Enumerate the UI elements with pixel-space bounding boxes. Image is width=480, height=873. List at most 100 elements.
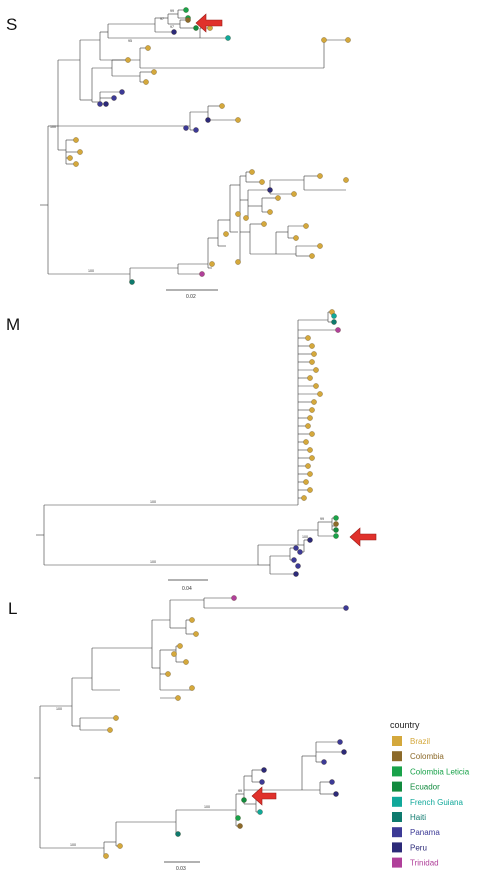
tip-brazil bbox=[309, 407, 315, 413]
tip-panama bbox=[119, 89, 125, 95]
legend-label: Brazil bbox=[410, 737, 430, 746]
tip-brazil bbox=[311, 351, 317, 357]
tip-colombia bbox=[237, 823, 243, 829]
tip-brazil bbox=[223, 231, 229, 237]
panel-m-tree bbox=[36, 311, 338, 575]
tip-peru bbox=[267, 187, 273, 193]
tip-brazil bbox=[73, 161, 79, 167]
tip-trinidad bbox=[199, 271, 205, 277]
tip-brazil bbox=[343, 177, 349, 183]
tip-brazil bbox=[267, 209, 273, 215]
tip-brazil bbox=[209, 261, 215, 267]
tip-brazil bbox=[307, 375, 313, 381]
tip-brazil bbox=[145, 45, 151, 51]
tip-brazil bbox=[151, 69, 157, 75]
legend-swatch bbox=[392, 781, 402, 792]
tip-panama bbox=[295, 563, 301, 569]
tip-brazil bbox=[305, 335, 311, 341]
legend-label: French Guiana bbox=[410, 798, 463, 807]
tip-brazil bbox=[243, 215, 249, 221]
panel-l-scale-label: 0.03 bbox=[176, 866, 186, 872]
legend-item: Colombia Leticia bbox=[392, 766, 470, 777]
tip-brazil bbox=[305, 463, 311, 469]
bootstrap-label: 100 bbox=[150, 500, 156, 504]
tip-colombia bbox=[185, 17, 191, 23]
tip-panama bbox=[329, 779, 335, 785]
tip-ecuador bbox=[241, 797, 247, 803]
bootstrap-label: 97 bbox=[170, 25, 174, 29]
tip-panama bbox=[259, 779, 265, 785]
legend-label: Colombia Leticia bbox=[410, 767, 470, 776]
tip-brazil bbox=[313, 383, 319, 389]
tip-panama bbox=[297, 549, 303, 555]
tip-brazil bbox=[309, 343, 315, 349]
tip-brazil bbox=[249, 169, 255, 175]
tip-french-guiana bbox=[225, 35, 231, 41]
tip-brazil bbox=[183, 659, 189, 665]
tip-brazil bbox=[317, 173, 323, 179]
tip-brazil bbox=[259, 179, 265, 185]
tip-brazil bbox=[309, 253, 315, 259]
bootstrap-label: 100 bbox=[302, 535, 308, 539]
panel-m-scale-label: 0.04 bbox=[182, 586, 192, 592]
panel-l-bootstrap-labels: 100 100 100 99 bbox=[56, 707, 242, 847]
legend-label: Trinidad bbox=[410, 859, 439, 868]
tip-brazil bbox=[189, 685, 195, 691]
legend-swatch bbox=[392, 857, 402, 868]
legend-item: Colombia bbox=[392, 751, 444, 762]
bootstrap-label: 100 bbox=[50, 125, 56, 129]
legend-swatch bbox=[392, 751, 402, 762]
panel-m-letter: M bbox=[6, 315, 20, 334]
tip-trinidad bbox=[335, 327, 341, 333]
panel-m-tips bbox=[291, 309, 341, 577]
red-arrow-icon bbox=[251, 786, 277, 806]
tip-brazil bbox=[305, 423, 311, 429]
tip-panama bbox=[97, 101, 103, 107]
tip-ecuador bbox=[193, 25, 199, 31]
tip-brazil bbox=[313, 367, 319, 373]
panel-s-letter: S bbox=[6, 15, 17, 34]
tip-brazil bbox=[309, 455, 315, 461]
panel-l-letter: L bbox=[8, 599, 17, 618]
tip-brazil bbox=[303, 439, 309, 445]
tip-brazil bbox=[235, 211, 241, 217]
panel-s-scale-label: 0.02 bbox=[186, 294, 196, 300]
panel-s-tree bbox=[40, 9, 348, 283]
bootstrap-label: 97 bbox=[160, 17, 164, 21]
tip-brazil bbox=[235, 117, 241, 123]
legend-swatch bbox=[392, 827, 402, 838]
panel-s: S bbox=[6, 7, 351, 300]
panel-s-tips bbox=[67, 7, 351, 285]
tip-brazil bbox=[143, 79, 149, 85]
tip-panama bbox=[183, 125, 189, 131]
tip-peru bbox=[103, 101, 109, 107]
tip-brazil bbox=[103, 853, 109, 859]
legend-item: French Guiana bbox=[392, 796, 463, 807]
tip-peru bbox=[293, 571, 299, 577]
bootstrap-label: 95 bbox=[128, 39, 132, 43]
tip-brazil bbox=[317, 391, 323, 397]
legend-item: Trinidad bbox=[392, 857, 439, 868]
bootstrap-label: 100 bbox=[204, 805, 210, 809]
panel-l-tips bbox=[103, 595, 349, 859]
bootstrap-label: 99 bbox=[238, 789, 242, 793]
tip-panama bbox=[343, 605, 349, 611]
tip-brazil bbox=[301, 495, 307, 501]
legend-swatch bbox=[392, 736, 402, 746]
tip-brazil bbox=[307, 415, 313, 421]
panel-m-bootstrap-labels: 100 100 99 100 bbox=[150, 500, 324, 564]
tip-peru bbox=[307, 537, 313, 543]
tip-brazil bbox=[175, 695, 181, 701]
tip-panama bbox=[111, 95, 117, 101]
legend-swatch bbox=[392, 796, 402, 807]
panel-s-bootstrap-labels: 95 97 97 99 100 100 bbox=[50, 9, 174, 273]
tip-brazil bbox=[77, 149, 83, 155]
tip-brazil bbox=[177, 643, 183, 649]
tip-brazil bbox=[235, 259, 241, 265]
legend-title: country bbox=[390, 720, 420, 730]
tip-brazil bbox=[309, 359, 315, 365]
tip-brazil bbox=[293, 235, 299, 241]
tip-panama bbox=[337, 739, 343, 745]
